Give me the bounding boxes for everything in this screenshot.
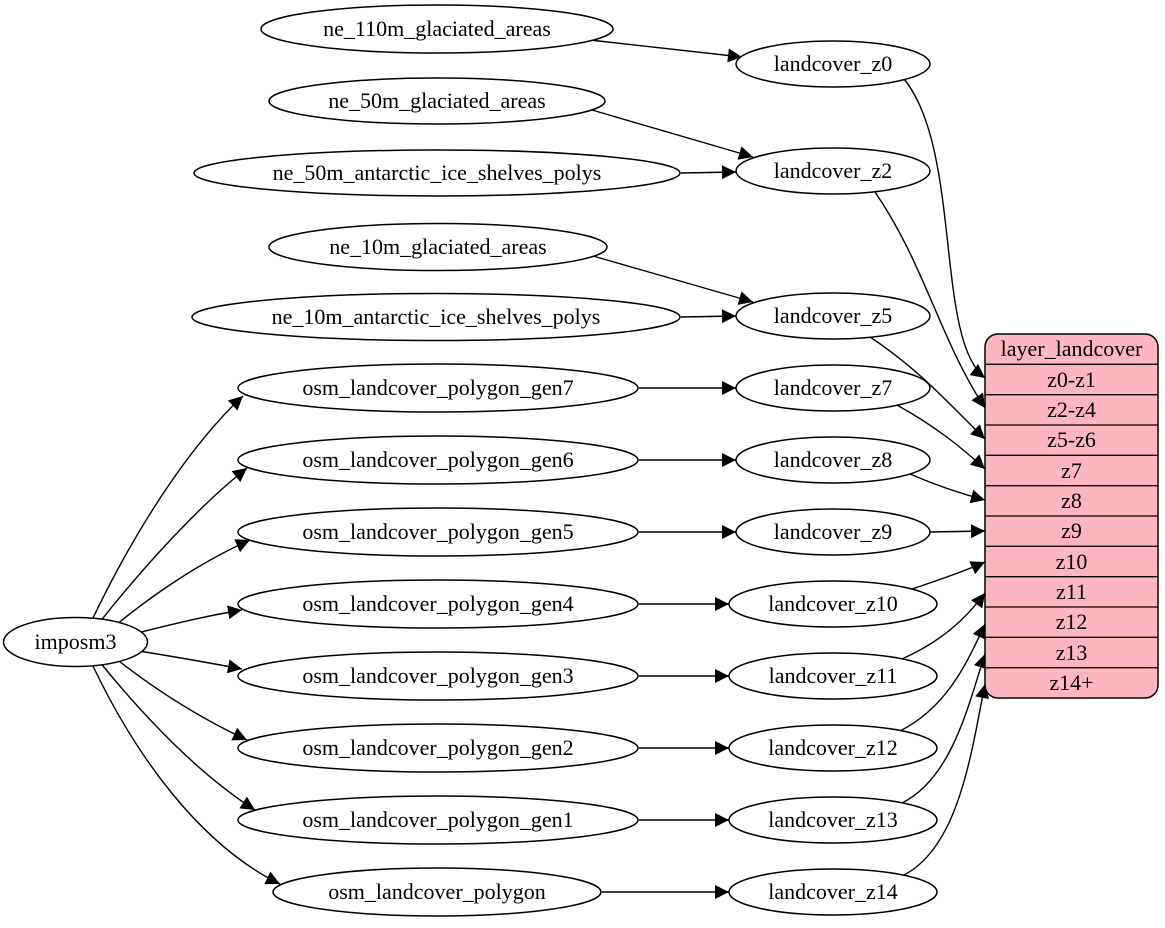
record-row-z5-z6: z5-z6: [1047, 427, 1096, 452]
node-osm-landcover-polygon-gen2-label: osm_landcover_polygon_gen2: [302, 735, 573, 760]
edge-landcover-z0-to-row-z0-z1: [903, 78, 986, 379]
edge-landcover-z8-to-row-z8: [909, 473, 986, 504]
node-osm-landcover-polygon-gen7-label: osm_landcover_polygon_gen7: [302, 375, 573, 400]
record-row-z0-z1: z0-z1: [1047, 367, 1096, 392]
node-osm-landcover-polygon-gen3: osm_landcover_polygon_gen3: [237, 651, 639, 701]
node-osm-landcover-polygon-gen2: osm_landcover_polygon_gen2: [237, 723, 639, 773]
node-landcover-z8: landcover_z8: [735, 436, 931, 484]
edge-imposm3-to-osm-landcover-polygon-gen4: [132, 605, 243, 635]
node-landcover-z13-label: landcover_z13: [768, 807, 898, 832]
node-landcover-z11-label: landcover_z11: [769, 663, 898, 688]
edge-landcover-z13-to-row-z13: [901, 653, 988, 804]
node-ne-50m-glaciated-areas-label: ne_50m_glaciated_areas: [328, 88, 545, 113]
node-landcover-z14: landcover_z14: [728, 868, 938, 916]
node-osm-landcover-polygon-gen4-label: osm_landcover_polygon_gen4: [302, 591, 573, 616]
node-osm-landcover-polygon-gen5: osm_landcover_polygon_gen5: [237, 507, 639, 557]
edges-group: [91, 39, 990, 899]
node-ne-10m-glaciated-areas: ne_10m_glaciated_areas: [268, 222, 608, 272]
edge-imposm3-to-osm-landcover-polygon-gen6: [98, 467, 248, 624]
record-row-z8: z8: [1061, 488, 1082, 513]
record-layer-landcover: layer_landcover z0-z1 z2-z4 z5-z6 z7 z8 …: [984, 333, 1159, 699]
node-landcover-z5-label: landcover_z5: [774, 303, 893, 328]
node-imposm3: imposm3: [2, 616, 149, 668]
edge-ne-50m-antarctic-ice-shelves-polys-to-landcover-z2: [680, 165, 737, 180]
edge-ne-10m-antarctic-ice-shelves-polys-to-landcover-z5: [680, 309, 737, 324]
node-osm-landcover-polygon: osm_landcover_polygon: [272, 867, 602, 917]
record-row-z10: z10: [1056, 549, 1088, 574]
edge-imposm3-to-osm-landcover-polygon-gen3: [132, 649, 243, 674]
edge-imposm3-to-osm-landcover-polygon-gen5: [109, 539, 251, 631]
record-row-z7: z7: [1061, 458, 1082, 483]
node-ne-50m-antarctic-ice-shelves-polys-label: ne_50m_antarctic_ice_shelves_polys: [273, 160, 602, 185]
node-landcover-z2-label: landcover_z2: [774, 158, 893, 183]
node-landcover-z5: landcover_z5: [735, 292, 931, 340]
node-osm-landcover-polygon-gen1-label: osm_landcover_polygon_gen1: [302, 807, 573, 832]
node-landcover-z9: landcover_z9: [735, 508, 931, 556]
record-row-z9: z9: [1061, 518, 1082, 543]
node-osm-landcover-polygon-gen6: osm_landcover_polygon_gen6: [237, 435, 639, 485]
record-row-z13: z13: [1056, 640, 1088, 665]
node-landcover-z10-label: landcover_z10: [768, 591, 898, 616]
node-landcover-z0-label: landcover_z0: [774, 51, 893, 76]
node-landcover-z7: landcover_z7: [735, 364, 931, 412]
record-row-z2-z4: z2-z4: [1047, 397, 1096, 422]
edge-landcover-z12-to-row-z12: [899, 623, 986, 732]
edge-imposm3-to-osm-landcover-polygon-gen7: [91, 395, 244, 621]
node-osm-landcover-polygon-gen7: osm_landcover_polygon_gen7: [237, 363, 639, 413]
node-osm-landcover-polygon-gen4: osm_landcover_polygon_gen4: [237, 579, 639, 629]
node-landcover-z2: landcover_z2: [735, 147, 931, 195]
edge-ne-110m-glaciated-areas-to-landcover-z0: [589, 39, 743, 63]
edge-imposm3-to-osm-landcover-polygon: [91, 663, 281, 885]
node-landcover-z12-label: landcover_z12: [768, 735, 898, 760]
node-ne-10m-glaciated-areas-label: ne_10m_glaciated_areas: [329, 234, 546, 259]
nodes-group: imposm3 ne_110m_glaciated_areas ne_50m_g…: [2, 4, 938, 917]
edge-imposm3-to-osm-landcover-polygon-gen1: [98, 660, 256, 811]
node-landcover-z11: landcover_z11: [728, 652, 938, 700]
node-ne-50m-glaciated-areas: ne_50m_glaciated_areas: [268, 77, 606, 125]
record-row-z14plus: z14+: [1049, 670, 1093, 695]
edge-landcover-z14-to-row-z14plus: [903, 683, 990, 876]
node-osm-landcover-polygon-gen1: osm_landcover_polygon_gen1: [237, 795, 639, 845]
node-osm-landcover-polygon-gen6-label: osm_landcover_polygon_gen6: [302, 447, 573, 472]
node-osm-landcover-polygon-label: osm_landcover_polygon: [328, 879, 546, 904]
edge-landcover-z7-to-row-z7: [896, 404, 986, 470]
edge-ne-50m-glaciated-areas-to-landcover-z2: [591, 109, 754, 160]
node-landcover-z13: landcover_z13: [728, 796, 938, 844]
record-row-z11: z11: [1056, 579, 1087, 604]
node-landcover-z14-label: landcover_z14: [768, 879, 898, 904]
node-ne-110m-glaciated-areas-label: ne_110m_glaciated_areas: [323, 16, 551, 41]
edge-ne-10m-glaciated-areas-to-landcover-z5: [592, 255, 754, 305]
edge-landcover-z10-to-row-z10: [911, 561, 986, 590]
node-landcover-z10: landcover_z10: [728, 580, 938, 628]
node-landcover-z7-label: landcover_z7: [774, 375, 893, 400]
edge-landcover-z11-to-row-z11: [901, 592, 986, 660]
node-ne-50m-antarctic-ice-shelves-polys: ne_50m_antarctic_ice_shelves_polys: [193, 149, 681, 197]
node-landcover-z12: landcover_z12: [728, 724, 938, 772]
node-ne-10m-antarctic-ice-shelves-polys-label: ne_10m_antarctic_ice_shelves_polys: [272, 304, 601, 329]
node-landcover-z9-label: landcover_z9: [774, 519, 893, 544]
node-landcover-z8-label: landcover_z8: [774, 447, 893, 472]
node-osm-landcover-polygon-gen3-label: osm_landcover_polygon_gen3: [302, 663, 573, 688]
node-ne-110m-glaciated-areas: ne_110m_glaciated_areas: [260, 4, 614, 54]
node-landcover-z0: landcover_z0: [735, 40, 931, 88]
edge-landcover-z2-to-row-z2-z4: [874, 191, 986, 409]
edge-landcover-z9-to-row-z9: [929, 524, 986, 539]
record-title: layer_landcover: [1001, 336, 1143, 361]
record-row-z12: z12: [1056, 609, 1088, 634]
edge-landcover-z5-to-row-z5-z6: [869, 336, 986, 440]
edge-imposm3-to-osm-landcover-polygon-gen2: [109, 653, 248, 741]
node-imposm3-label: imposm3: [35, 629, 117, 654]
node-ne-10m-antarctic-ice-shelves-polys: ne_10m_antarctic_ice_shelves_polys: [191, 292, 681, 342]
node-osm-landcover-polygon-gen5-label: osm_landcover_polygon_gen5: [302, 519, 573, 544]
